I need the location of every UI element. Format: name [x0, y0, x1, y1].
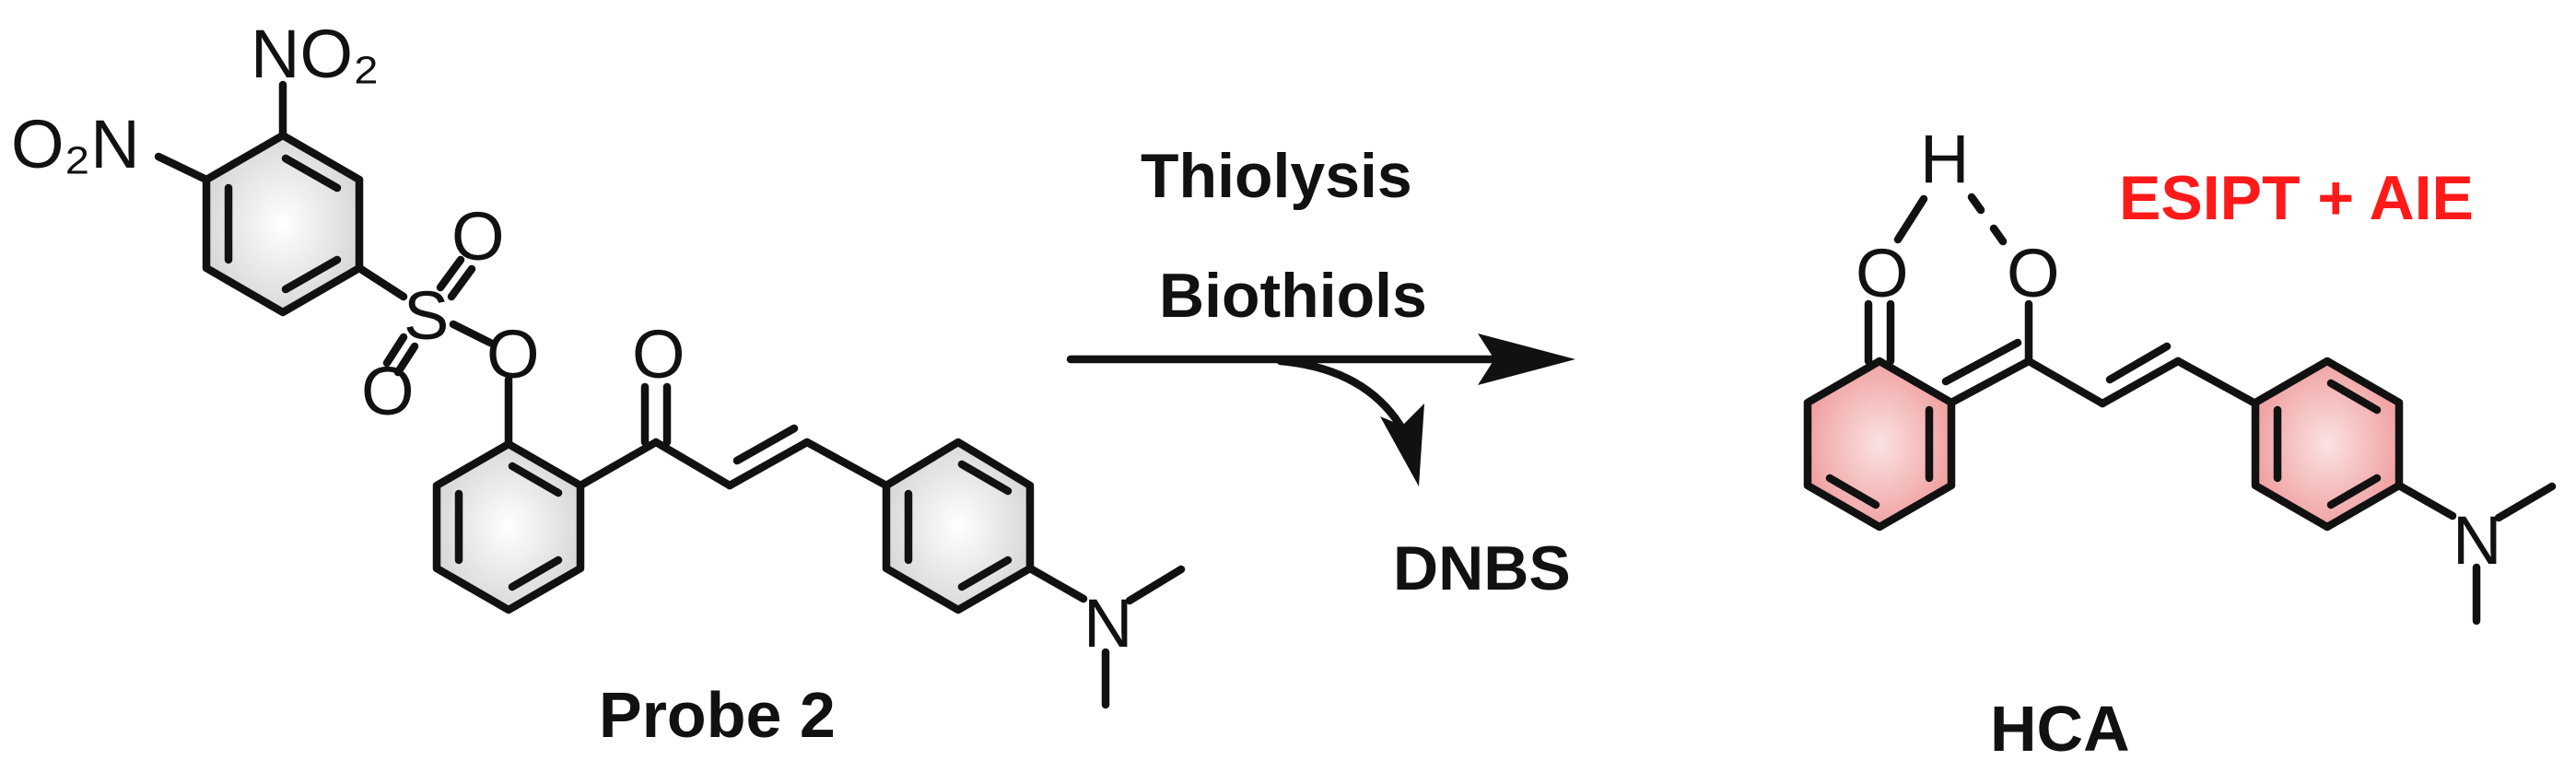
reaction-arrow-group: Thiolysis Biothiols DNBS [1066, 141, 1575, 603]
byproduct-curved-arrow [1276, 357, 1405, 430]
sulfonyl-oxygen-top-label: O [451, 198, 505, 275]
hca-structure: H O O N ESIPT + AIE HCA [1803, 121, 2557, 765]
dinitrophenyl-inner-bonds [224, 154, 342, 294]
enone-double-bond [725, 438, 812, 490]
nitro-left-label: O₂N [11, 106, 140, 182]
sulfonyl-oxygen-bottom-label: O [361, 353, 415, 429]
hca-oh-bond [1893, 194, 1928, 244]
hca-aminophenyl-inner-bonds [2273, 379, 2382, 509]
vinyl-aryl-bond [802, 438, 891, 490]
aryl-carbonyl-bond [576, 438, 661, 490]
probe-2-caption: Probe 2 [599, 679, 836, 751]
hca-hydrogen-bond-dash-2 [1989, 224, 2008, 246]
a-ring-inner-bonds [454, 462, 563, 591]
hca-vinyl-aryl-bond [2173, 357, 2260, 408]
amine-nitrogen-label: N [1083, 585, 1132, 661]
nitro-left-bond [154, 152, 211, 184]
hca-amine-nitrogen-label: N [2453, 502, 2501, 579]
probe-2-structure: NO₂ O₂N S O O O O N Probe 2 [11, 16, 1186, 751]
aryl-nitrogen-bond [1025, 564, 1088, 603]
reaction-arrow-head [1478, 333, 1575, 385]
ester-oxygen-label: O [486, 316, 540, 392]
hca-phenol-inner-bonds [1825, 405, 1934, 509]
n-methyl-bond-1 [1125, 565, 1186, 605]
b-ring-inner-bonds [904, 460, 1013, 591]
byproduct-arrow-head [1380, 404, 1424, 486]
hca-n-methyl-bond-1 [2494, 482, 2557, 522]
sulfonyl-oxygen-bond-bottom [382, 333, 408, 368]
sulfonate-ester-bond [449, 320, 495, 347]
condition-biothiols: Biothiols [1159, 261, 1427, 331]
aryl-sulfur-bond [355, 263, 408, 301]
hca-aryl-nitrogen-bond [2395, 481, 2457, 521]
hca-vinyl-double-bond [2098, 357, 2183, 408]
byproduct-dnbs: DNBS [1393, 533, 1571, 603]
hca-keto-oxygen-label: O [1856, 235, 1909, 311]
hca-enol-oxygen-label: O [2007, 235, 2060, 311]
sulfonyl-oxygen-bond-top [436, 255, 465, 292]
nitro-top-label: NO₂ [251, 16, 380, 92]
hca-vinyl-single-bond [2024, 357, 2107, 408]
enone-single-bond [651, 438, 734, 490]
hca-hydrogen-bond-dash-1 [1967, 193, 1985, 215]
sulfur-atom-label: S [404, 277, 449, 354]
hca-hydrogen-label: H [1920, 121, 1969, 197]
hca-caption: HCA [1990, 693, 2130, 765]
carbonyl-oxygen-label: O [632, 316, 685, 392]
condition-thiolysis: Thiolysis [1141, 141, 1412, 211]
hca-exocyclic-double-bond [1947, 357, 2033, 407]
esipt-aie-highlight: ESIPT + AIE [2119, 163, 2474, 233]
